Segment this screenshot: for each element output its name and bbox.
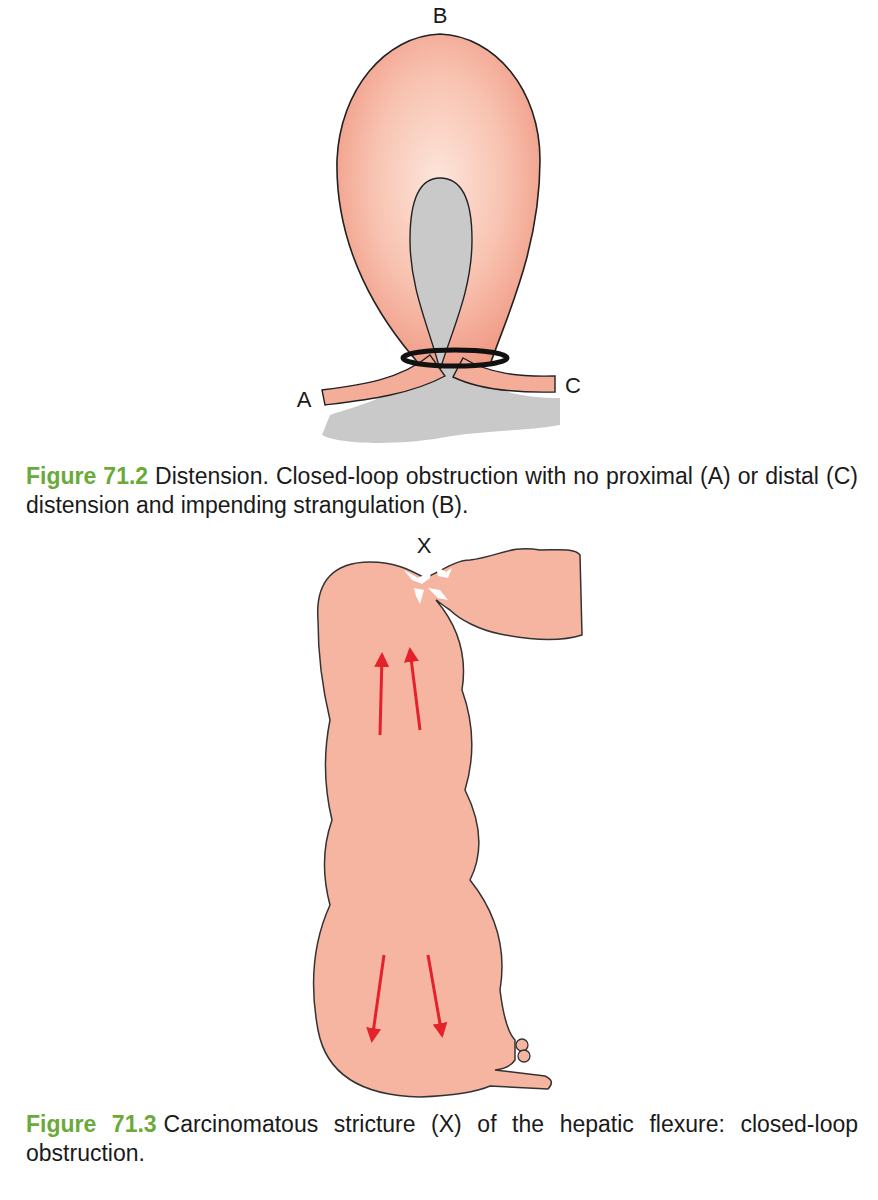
colon	[314, 549, 582, 1097]
stricture-crack	[404, 566, 432, 584]
stricture	[404, 566, 452, 604]
red-arrow	[428, 955, 442, 1035]
appendage-lobe	[516, 1039, 528, 1051]
caption-text: Distension. Closed-loop obstruction with…	[26, 463, 858, 518]
stricture-crack	[414, 588, 424, 604]
figure-caption: Figure 71.3Carcinomatous stricture (X) o…	[26, 1110, 858, 1168]
red-arrow	[372, 955, 384, 1040]
figure-number: Figure 71.2	[26, 463, 148, 489]
closed-loop-figure	[322, 34, 560, 443]
mesentery-inner	[410, 178, 472, 370]
appendage-lobe	[518, 1050, 530, 1062]
figure-caption: Figure 71.2Distension. Closed-loop obstr…	[26, 462, 858, 520]
part-letter: A	[297, 389, 312, 411]
part-letter: B	[433, 5, 448, 27]
red-arrow	[410, 650, 420, 730]
stricture-crack	[428, 588, 448, 600]
colon-figure	[314, 549, 582, 1097]
pressure-arrows	[372, 650, 442, 1040]
red-arrow	[380, 655, 382, 735]
epiploic-appendage	[516, 1039, 530, 1062]
part-letter: X	[417, 535, 432, 557]
figure-number: Figure 71.3	[26, 1111, 157, 1137]
stricture-crack	[436, 566, 452, 578]
constricting-band	[403, 350, 507, 366]
part-letter: C	[565, 375, 581, 397]
